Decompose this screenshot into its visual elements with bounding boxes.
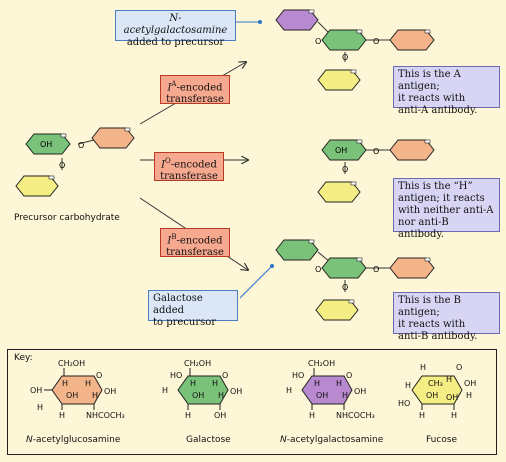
key-title: Key: (14, 353, 33, 363)
a-antigen-structure: O O O (275, 9, 435, 91)
svg-text:H: H (336, 379, 342, 388)
galactose-sugar (321, 257, 367, 279)
h-antigen-structure: OH O O (317, 139, 435, 203)
svg-text:OH: OH (354, 387, 366, 396)
svg-text:HO: HO (398, 399, 410, 408)
svg-text:H: H (405, 381, 411, 390)
svg-text:HO: HO (170, 371, 182, 380)
glcnac-sugar (389, 257, 435, 279)
svg-text:OH: OH (230, 387, 242, 396)
svg-text:OH: OH (316, 391, 328, 400)
linkage-oh: OH (335, 146, 347, 155)
svg-text:CH₂OH: CH₂OH (308, 359, 335, 368)
pointer-dot (270, 264, 274, 268)
svg-text:H: H (451, 411, 457, 420)
svg-text:O: O (96, 371, 102, 380)
pointer-dot (258, 20, 262, 24)
svg-text:H: H (419, 411, 425, 420)
glcnac-sugar (389, 139, 435, 161)
svg-text:H: H (37, 403, 43, 412)
galactose-sugar (275, 239, 319, 261)
svg-text:O: O (346, 371, 352, 380)
svg-text:NHCOCH₃: NHCOCH₃ (336, 411, 375, 420)
svg-text:H: H (62, 379, 68, 388)
ia-transferase-label: IA-encoded transferase (160, 75, 230, 105)
linkage-o: O (315, 37, 321, 46)
svg-text:OH: OH (446, 393, 458, 402)
key-glcnac: CH₂OH O H H OH OH OH H H H NHCOCH₃ (30, 359, 125, 420)
svg-text:OH: OH (464, 379, 476, 388)
svg-text:H: H (212, 379, 218, 388)
fucose-sugar (317, 69, 361, 91)
svg-text:H: H (342, 391, 348, 400)
key-galnac: CH₂OH O HO H H OH H OH H H NHCOCH₃ (286, 359, 375, 420)
svg-text:CH₂OH: CH₂OH (184, 359, 211, 368)
svg-text:NHCOCH₃: NHCOCH₃ (86, 411, 125, 420)
a-antigen-note: This is the A antigen; it reacts with an… (393, 66, 500, 116)
linkage-o: O (78, 141, 84, 150)
svg-text:H: H (190, 379, 196, 388)
fucose-sugar (315, 299, 359, 321)
galnac-sugar (275, 9, 319, 31)
svg-text:H: H (446, 375, 452, 384)
key-fucose: H O CH₃ H H OH H OH OH HO H H (398, 363, 476, 420)
svg-text:H: H (92, 391, 98, 400)
svg-text:OH: OH (66, 391, 78, 400)
svg-text:H: H (162, 386, 168, 395)
linkage-o: O (315, 265, 321, 274)
linkage-o: O (59, 161, 65, 170)
precursor-label: Precursor carbohydrate (14, 213, 120, 223)
svg-text:OH: OH (104, 387, 116, 396)
svg-text:H: H (420, 363, 426, 372)
svg-text:OH: OH (214, 411, 226, 420)
svg-text:OH: OH (30, 386, 42, 395)
linkage-o: O (342, 165, 348, 174)
linkage-o: O (373, 37, 379, 46)
svg-text:H: H (59, 411, 65, 420)
key-panel: Key: N-acetylglucosamine Galactose N-ace… (7, 349, 497, 455)
fucose-sugar (15, 175, 59, 197)
h-antigen-note: This is the “H” antigen; it reacts with … (393, 178, 500, 240)
svg-text:H: H (314, 379, 320, 388)
svg-text:H: H (185, 411, 191, 420)
galactose-sugar (321, 139, 367, 161)
glcnac-sugar (389, 29, 435, 51)
linkage-o: O (373, 265, 379, 274)
svg-text:CH₃: CH₃ (428, 379, 443, 388)
galactose-sugar (321, 29, 367, 51)
galactose-name: Galactose (186, 435, 231, 445)
svg-text:CH₂OH: CH₂OH (58, 359, 85, 368)
linkage-o: O (342, 283, 348, 292)
svg-text:OH: OH (192, 391, 204, 400)
linkage-o: O (342, 53, 348, 62)
linkage-o: O (373, 147, 379, 156)
svg-text:H: H (466, 391, 472, 400)
pointer-line (239, 265, 273, 299)
b-antigen-structure: O O O (275, 239, 435, 321)
glcnac-name: N-acetylglucosamine (26, 435, 121, 445)
ib-transferase-label: IB-encoded transferase (160, 228, 230, 258)
precursor-structure: OH O O (15, 127, 135, 197)
svg-text:HO: HO (292, 371, 304, 380)
svg-text:OH: OH (426, 391, 438, 400)
svg-text:H: H (309, 411, 315, 420)
fucose-name: Fucose (426, 435, 458, 445)
io-transferase-label: IO-encoded transferase (154, 152, 224, 182)
galnac-name: N-acetylgalactosamine (280, 435, 384, 445)
key-galactose: CH₂OH O HO H H OH H OH H H OH (162, 359, 242, 420)
svg-text:H: H (286, 386, 292, 395)
svg-text:O: O (456, 363, 462, 372)
svg-text:O: O (222, 371, 228, 380)
glcnac-sugar (91, 127, 135, 149)
linkage-oh: OH (40, 140, 52, 149)
fucose-sugar (317, 181, 361, 203)
svg-text:H: H (85, 379, 91, 388)
b-antigen-note: This is the B antigen; it reacts with an… (393, 292, 500, 342)
galactose-sugar (25, 133, 71, 155)
svg-text:H: H (218, 391, 224, 400)
